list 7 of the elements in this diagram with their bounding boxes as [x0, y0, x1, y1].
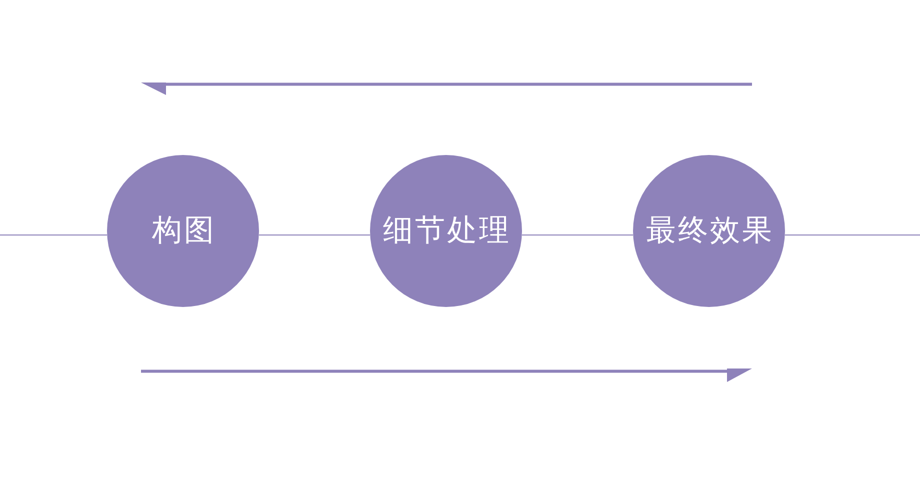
connector-line	[521, 234, 634, 236]
connector-line	[258, 234, 371, 236]
step-label: 细节处理	[383, 216, 511, 246]
step-label: 构图	[152, 216, 216, 246]
connector-line	[784, 234, 920, 236]
step-label: 最终效果	[646, 216, 774, 246]
connector-line	[0, 234, 108, 236]
